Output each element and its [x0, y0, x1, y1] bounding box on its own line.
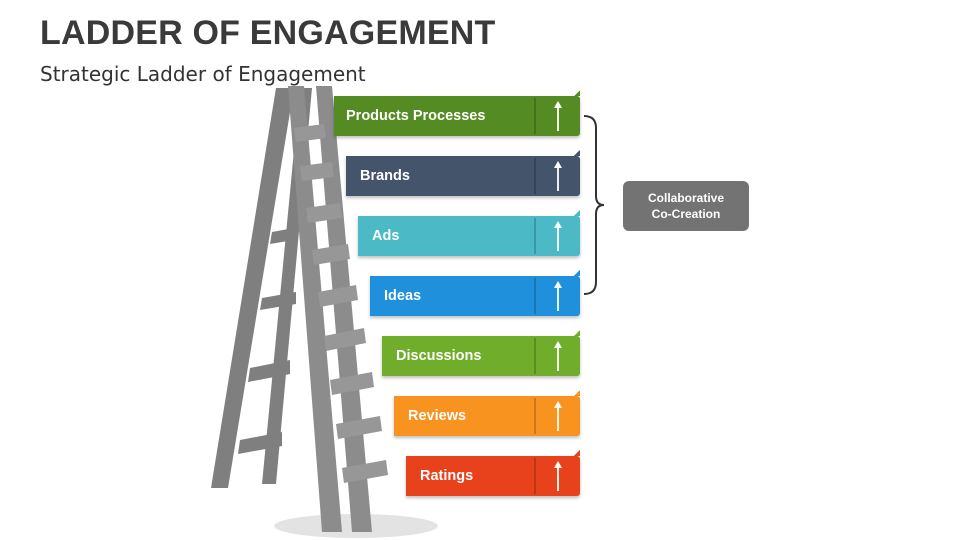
- up-arrow-icon: [536, 276, 580, 316]
- up-arrow-icon: [536, 336, 580, 376]
- callout-line-2: Co-Creation: [651, 207, 721, 221]
- step-fold: [574, 330, 580, 336]
- step-reviews: Reviews: [394, 390, 580, 436]
- ladder-rungs: [294, 124, 388, 483]
- up-arrow-icon: [536, 216, 580, 256]
- slide-subtitle: Strategic Ladder of Engagement: [40, 62, 366, 86]
- step-ratings: Ratings: [406, 450, 580, 496]
- step-fold: [574, 390, 580, 396]
- step-separator: [534, 338, 536, 374]
- bracket-brace: [583, 115, 605, 295]
- callout-line-1: Collaborative: [647, 191, 725, 205]
- step-label: Discussions: [396, 348, 482, 364]
- step-label: Products Processes: [346, 108, 486, 124]
- step-separator: [534, 218, 536, 254]
- step-products-processes: Products Processes: [334, 90, 580, 136]
- step-separator: [534, 158, 536, 194]
- step-label: Reviews: [408, 408, 467, 424]
- step-fold: [574, 270, 580, 276]
- up-arrow-icon: [536, 456, 580, 496]
- collaborative-co-creation-callout: Collaborative Co-Creation: [623, 181, 749, 231]
- step-separator: [534, 458, 536, 494]
- step-fold: [574, 450, 580, 456]
- step-brands: Brands: [346, 150, 580, 196]
- step-label: Ads: [372, 228, 400, 244]
- up-arrow-icon: [536, 396, 580, 436]
- slide-title: LADDER OF ENGAGEMENT: [40, 14, 496, 52]
- step-separator: [534, 278, 536, 314]
- step-fold: [574, 210, 580, 216]
- step-separator: [534, 98, 536, 134]
- step-label: Ratings: [420, 468, 474, 484]
- step-separator: [534, 398, 536, 434]
- step-fold: [574, 90, 580, 96]
- step-discussions: Discussions: [382, 330, 580, 376]
- step-label: Brands: [360, 168, 410, 184]
- step-ideas: Ideas: [370, 270, 580, 316]
- up-arrow-icon: [536, 96, 580, 136]
- step-ads: Ads: [358, 210, 580, 256]
- step-label: Ideas: [384, 288, 422, 304]
- step-fold: [574, 150, 580, 156]
- up-arrow-icon: [536, 156, 580, 196]
